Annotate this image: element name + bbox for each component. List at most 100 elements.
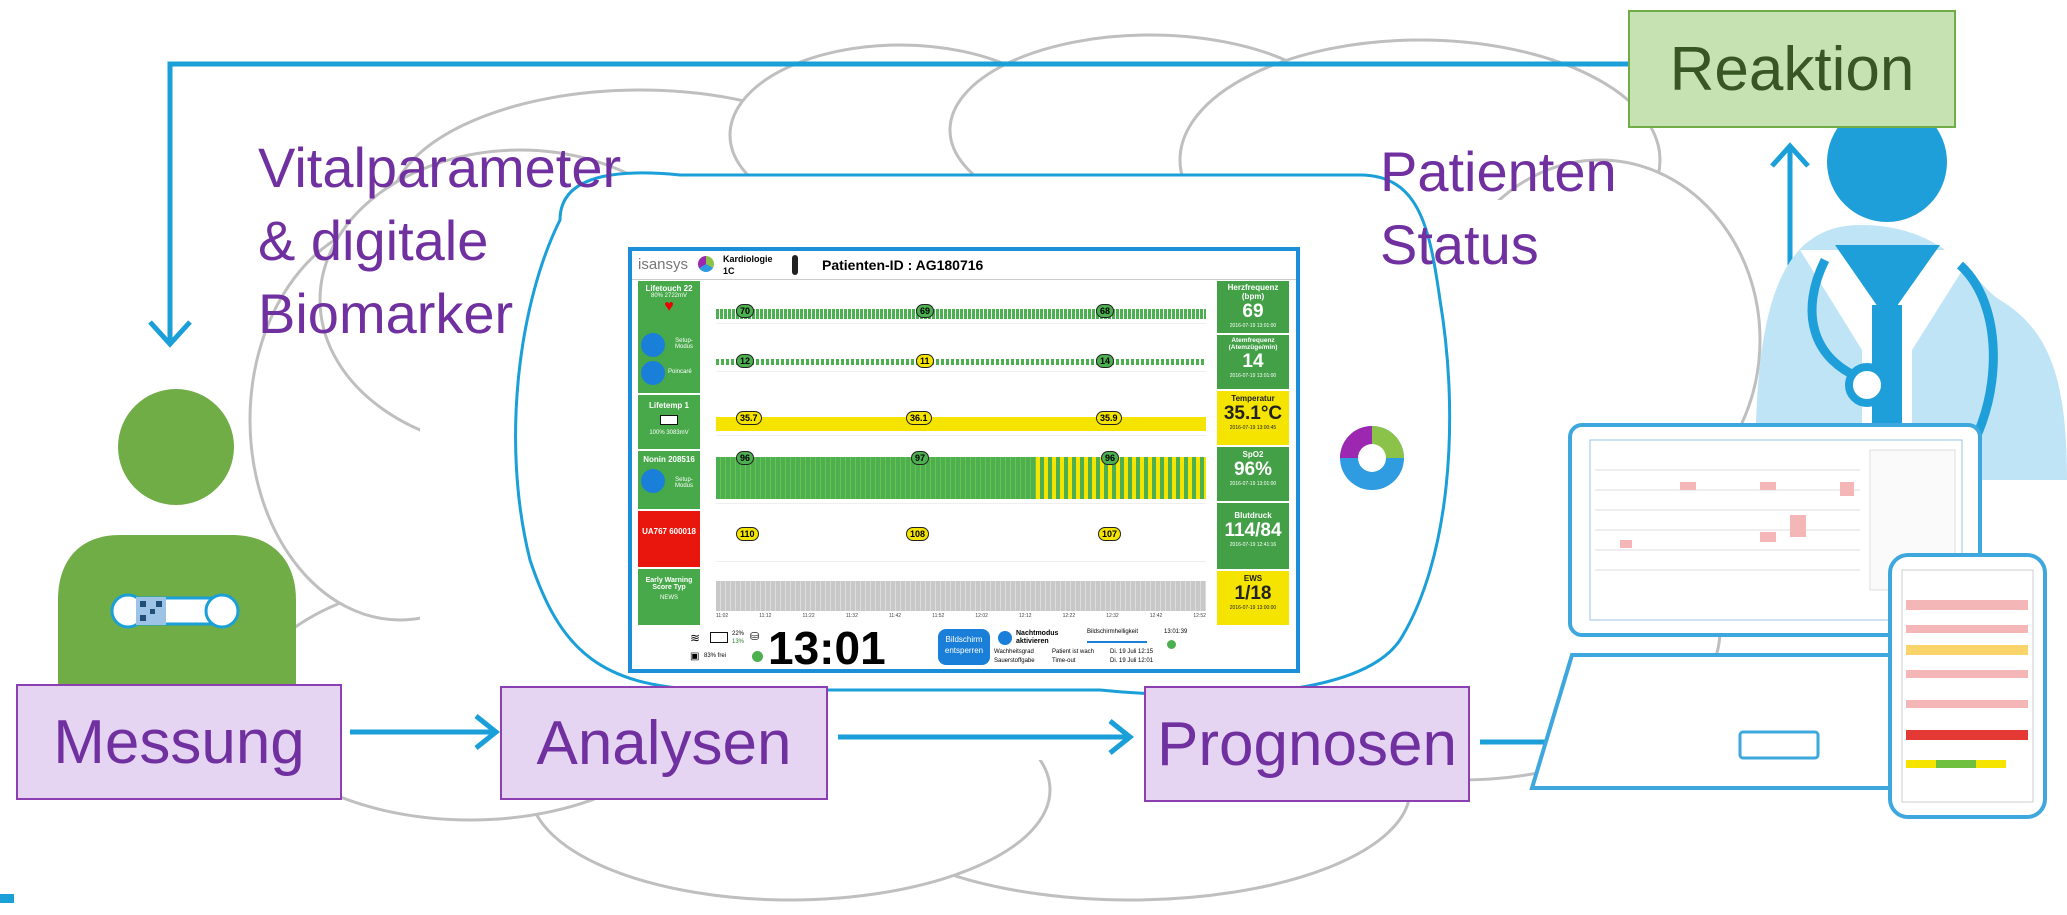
time-tick: 11:32 xyxy=(845,613,858,619)
rr-bubble-1: 12 xyxy=(736,354,755,368)
vital-line-3: Biomarker xyxy=(258,282,514,345)
status-ok-icon xyxy=(752,651,763,662)
disk-free: 83% frei xyxy=(704,653,727,659)
database-icon: ⛁ xyxy=(750,631,760,643)
temp-value-panel[interactable]: Temperatur 35.1°C 2016-07-19 13:00:45 xyxy=(1217,391,1289,447)
hr-bubble-2: 69 xyxy=(916,304,935,318)
wifi-icon: ≋ xyxy=(690,631,701,645)
patienten-status-label: Patienten Status xyxy=(1380,135,1617,281)
temp-bubble-1: 35.7 xyxy=(736,411,762,425)
lifetemp-title: Lifetemp 1 xyxy=(648,401,689,410)
bp-bubble-3: 107 xyxy=(1098,527,1122,541)
ews-type-panel[interactable]: Early Warning Score Typ NEWS xyxy=(638,569,700,627)
ews-type-title: Early Warning Score Typ xyxy=(645,577,693,591)
bp-track: 110 108 107 xyxy=(716,517,1206,562)
tablet-device xyxy=(1888,553,2047,819)
vitalparameter-label: Vitalparameter & digitale Biomarker xyxy=(258,131,621,350)
slide-marker xyxy=(0,894,14,903)
bp-time: 2016-07-19 12:41:16 xyxy=(1229,542,1277,548)
vital-line-2: & digitale xyxy=(258,209,489,272)
ua-title: UA767 600018 xyxy=(642,527,696,536)
hr-time: 2016-07-19 13:01:00 xyxy=(1229,323,1277,329)
poincare-toggle-icon[interactable] xyxy=(641,361,665,385)
patient-figure xyxy=(58,389,296,690)
patient-monitor-screen: isansys Kardiologie 1C Patienten-ID : AG… xyxy=(628,247,1300,673)
temp-value: 35.1°C xyxy=(1223,403,1283,424)
messung-box: Messung xyxy=(16,684,342,800)
hr-bubble-1: 70 xyxy=(736,304,755,318)
analysen-box: Analysen xyxy=(500,686,828,800)
hr-value-panel[interactable]: Herzfrequenz (bpm) 69 2016-07-19 13:01:0… xyxy=(1217,281,1289,335)
date-2: Di. 19 Juli 12:01 xyxy=(1110,658,1154,664)
rr-bars xyxy=(716,359,1206,365)
rr-value: 14 xyxy=(1242,351,1264,372)
battery-percent-2: 13% xyxy=(732,639,745,645)
timeout-label: Time-out xyxy=(1052,658,1076,664)
spo2-bubble-3: 96 xyxy=(1101,451,1120,465)
bp-value: 114/84 xyxy=(1224,520,1282,541)
time-tick: 11:22 xyxy=(802,613,815,619)
isansys-logo-mark xyxy=(1340,426,1404,490)
brightness-label: Bildschirmhelligkeit xyxy=(1087,629,1139,635)
night-mode-toggle[interactable] xyxy=(998,631,1012,645)
sauerstoff-label: Sauerstoffgabe xyxy=(994,658,1035,664)
time-tick: 12:32 xyxy=(1106,613,1119,619)
doctor-figure xyxy=(1755,102,2067,480)
small-time: 13:01:39 xyxy=(1164,629,1188,635)
heart-icon: ♥ xyxy=(664,298,674,315)
spo2-value-panel[interactable]: SpO2 96% 2016-07-19 13:01:00 xyxy=(1217,447,1289,503)
spo2-title: SpO2 xyxy=(1242,450,1264,459)
nonin-setup-label: Setup-Modus xyxy=(674,477,693,489)
rr-bubble-2: 11 xyxy=(916,354,934,368)
unlock-screen-button[interactable]: Bildschirm entsperren xyxy=(938,629,990,665)
ews-value: 1/18 xyxy=(1234,583,1272,604)
monitor-header: isansys Kardiologie 1C Patienten-ID : AG… xyxy=(632,251,1296,280)
rr-bubble-3: 14 xyxy=(1096,354,1115,368)
rr-value-panel[interactable]: Atemfrequenz (Atemzüge/min) 14 2016-07-1… xyxy=(1217,335,1289,391)
poincare-label: Poincaré xyxy=(668,369,692,375)
bp-title: Blutdruck xyxy=(1234,511,1272,520)
time-axis: 11:02 11:12 11:22 11:32 11:42 11:52 12:0… xyxy=(716,613,1206,619)
temp-band xyxy=(716,417,1206,431)
wachheitsgrad-label: Wachheitsgrad xyxy=(994,649,1034,655)
time-tick: 12:22 xyxy=(1062,613,1076,619)
prognosen-box: Prognosen xyxy=(1144,686,1470,802)
patienten-line-1: Patienten xyxy=(1380,140,1617,203)
bp-bubble-2: 108 xyxy=(906,527,930,541)
temp-title: Temperatur xyxy=(1231,394,1275,403)
status-dot xyxy=(1167,640,1176,649)
monitor-brand: isansys xyxy=(638,256,689,273)
battery-icon xyxy=(660,415,678,425)
nonin-setup-icon[interactable] xyxy=(641,469,665,493)
brand-logo-icon xyxy=(698,256,714,272)
spo2-value: 96% xyxy=(1233,459,1273,480)
temp-track: 35.7 36.1 35.9 xyxy=(716,391,1206,436)
setup-toggle-icon[interactable] xyxy=(641,333,665,357)
hr-title: Herzfrequenz (bpm) xyxy=(1227,283,1279,301)
lifetouch-sub: 80% 2722mV xyxy=(650,293,688,299)
lifetouch-panel[interactable]: Lifetouch 22 80% 2722mV ♥ Setup-Modus Po… xyxy=(638,281,700,395)
spo2-time: 2016-07-19 13:01:00 xyxy=(1229,481,1277,487)
brightness-slider[interactable] xyxy=(1087,641,1147,643)
lifetemp-panel[interactable]: Lifetemp 1 100% 3083mV xyxy=(638,395,700,451)
ua-panel[interactable]: UA767 600018 xyxy=(638,511,700,569)
time-tick: 12:02 xyxy=(975,613,988,619)
time-tick: 12:52 xyxy=(1193,613,1206,619)
date-1: Di. 19 Juli 12:15 xyxy=(1110,649,1154,655)
time-tick: 11:42 xyxy=(888,613,902,619)
spo2-bubble-1: 96 xyxy=(736,451,755,465)
rr-title: Atemfrequenz (Atemzüge/min) xyxy=(1228,337,1278,351)
save-icon: ▣ xyxy=(690,651,700,662)
lifetouch-title: Lifetouch 22 xyxy=(645,284,693,293)
time-tick: 11:52 xyxy=(932,613,945,619)
bed-label: 1C xyxy=(723,266,735,276)
nonin-panel[interactable]: Nonin 208516 Setup-Modus xyxy=(638,451,700,511)
monitor-clock: 13:01 xyxy=(768,622,886,673)
bp-bubble-1: 110 xyxy=(736,527,759,541)
bp-value-panel[interactable]: Blutdruck 114/84 2016-07-19 12:41:16 xyxy=(1217,503,1289,571)
rr-track: 12 11 14 xyxy=(716,337,1206,372)
ews-value-panel[interactable]: EWS 1/18 2016-07-19 13:00:00 xyxy=(1217,571,1289,627)
ews-bars xyxy=(716,581,1206,611)
time-tick: 12:42 xyxy=(1149,613,1163,619)
